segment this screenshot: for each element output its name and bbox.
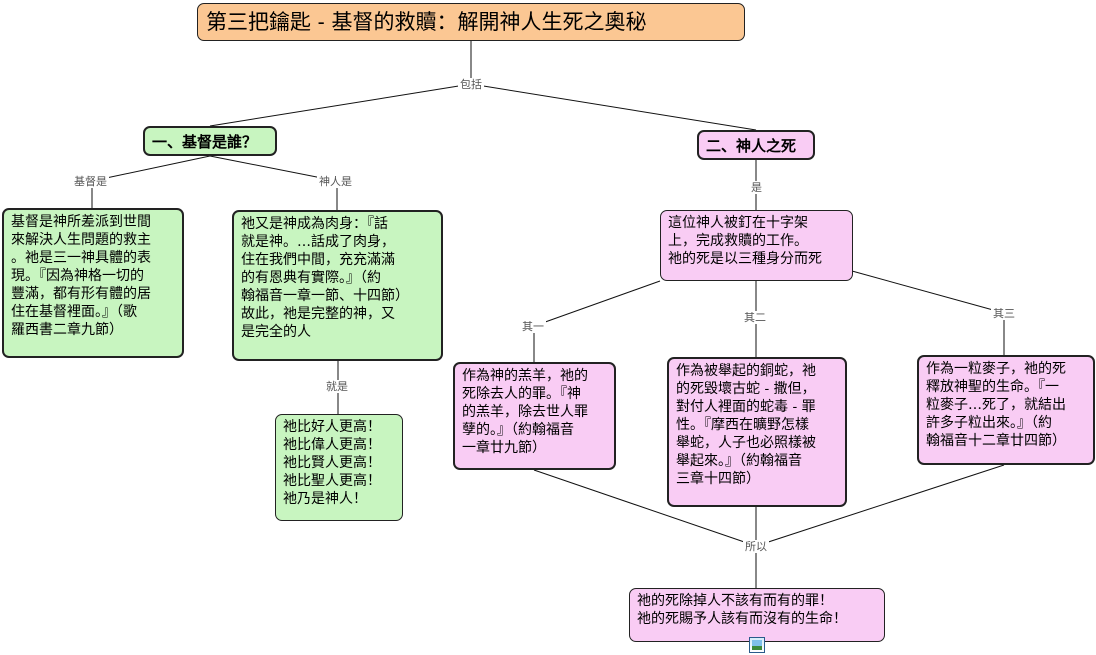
link-label-god-man-is: 神人是 <box>317 175 354 188</box>
link-label-is: 是 <box>749 181 764 194</box>
link-label-first: 其一 <box>520 320 546 333</box>
link-label-include: 包括 <box>458 78 484 91</box>
node-god-man-death[interactable]: 二、神人之死 <box>697 130 815 160</box>
picture-icon-sky <box>752 640 762 646</box>
link-label-christ-is: 基督是 <box>72 175 109 188</box>
node-crucified[interactable]: 這位神人被釘在十字架 上，完成救贖的工作。 祂的死是以三種身分而死 <box>660 210 853 281</box>
map-title[interactable]: 第三把鑰匙 - 基督的救贖：解開神人生死之奧秘 <box>197 3 745 41</box>
node-who-is-christ[interactable]: 一、基督是誰？ <box>143 126 277 156</box>
picture-icon[interactable] <box>749 637 765 653</box>
node-lamb[interactable]: 作為神的羔羊，祂的 死除去人的罪。『神 的羔羊，除去世人罪 孽的。』（約翰福音 … <box>453 362 616 470</box>
node-higher-than[interactable]: 祂比好人更高！ 祂比偉人更高！ 祂比賢人更高！ 祂比聖人更高！ 祂乃是神人！ <box>275 414 403 521</box>
picture-icon-hill <box>752 646 762 650</box>
link-label-that-is: 就是 <box>324 380 350 393</box>
node-god-became-flesh[interactable]: 祂又是神成為肉身：『話 就是神。…話成了肉身， 住在我們中間，充充滿滿 的有恩典… <box>232 210 443 361</box>
node-grain[interactable]: 作為一粒麥子，祂的死 釋放神聖的生命。『一 粒麥子…死了，就結出 許多子粒出來。… <box>917 355 1095 465</box>
node-serpent[interactable]: 作為被舉起的銅蛇，祂 的死毀壞古蛇 - 撒但， 對付人裡面的蛇毒 - 罪 性。『… <box>667 357 847 507</box>
link-label-therefore: 所以 <box>743 540 769 553</box>
node-christ-sent[interactable]: 基督是神所差派到世間 來解決人生問題的救主 。祂是三一神具體的表 現。『因為神格… <box>2 208 184 358</box>
link-label-third: 其三 <box>991 307 1017 320</box>
link-label-second: 其二 <box>742 311 768 324</box>
node-result[interactable]: 祂的死除掉人不該有而有的罪！ 祂的死賜予人該有而沒有的生命！ <box>629 588 885 642</box>
